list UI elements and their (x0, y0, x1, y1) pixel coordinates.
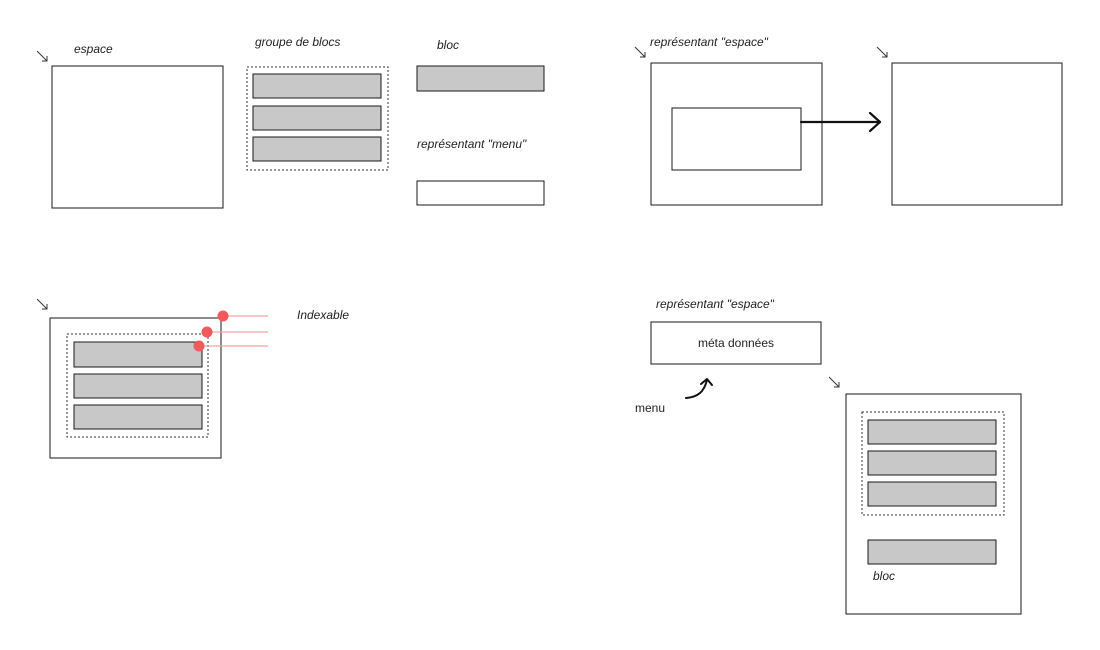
linked-espace-box (891, 62, 1063, 206)
page-bloc-3 (867, 481, 997, 507)
indexable-bloc-1 (73, 341, 203, 368)
corner-arrow-icon (36, 298, 48, 310)
espace-representative-label: représentant "espace" (650, 35, 768, 49)
standalone-bloc-label: bloc (873, 569, 896, 583)
espace-representative-label-bottom: représentant "espace" (656, 297, 774, 311)
menu-representative-box (416, 180, 545, 206)
red-dot-icon (193, 340, 205, 352)
corner-arrow-icon (876, 46, 888, 58)
block-group-bloc-1 (252, 73, 382, 99)
link-arrow-icon (799, 111, 882, 133)
indexable-block-group (66, 333, 209, 438)
red-dot-icon (217, 310, 229, 322)
page-bloc-2 (867, 450, 997, 476)
espace-representative-inner (671, 107, 802, 171)
red-dot-icon (201, 326, 213, 338)
page-block-group (861, 411, 1005, 516)
curved-up-arrow-icon (685, 378, 713, 399)
block-group-bloc-2 (252, 105, 382, 131)
menu-representative-label: représentant "menu" (417, 137, 527, 151)
indexable-bloc-2 (73, 373, 203, 399)
block-group-label: groupe de blocs (255, 35, 341, 49)
meta-data-box (650, 321, 822, 365)
indexable-bloc-3 (73, 404, 203, 430)
corner-arrow-icon (828, 376, 840, 388)
block-group-bloc-3 (252, 136, 382, 162)
bloc-sample (416, 65, 545, 92)
bloc-label: bloc (437, 38, 460, 52)
espace-box (51, 65, 224, 209)
page-standalone-bloc (867, 539, 997, 565)
page-bloc-1 (867, 419, 997, 445)
menu-label: menu (635, 401, 666, 415)
indexable-label: Indexable (297, 308, 350, 322)
meta-data-label: méta données (697, 336, 775, 350)
corner-arrow-icon (36, 50, 48, 62)
block-group-dashed (246, 66, 389, 171)
espace-label: espace (74, 42, 113, 56)
corner-arrow-icon (634, 46, 646, 58)
